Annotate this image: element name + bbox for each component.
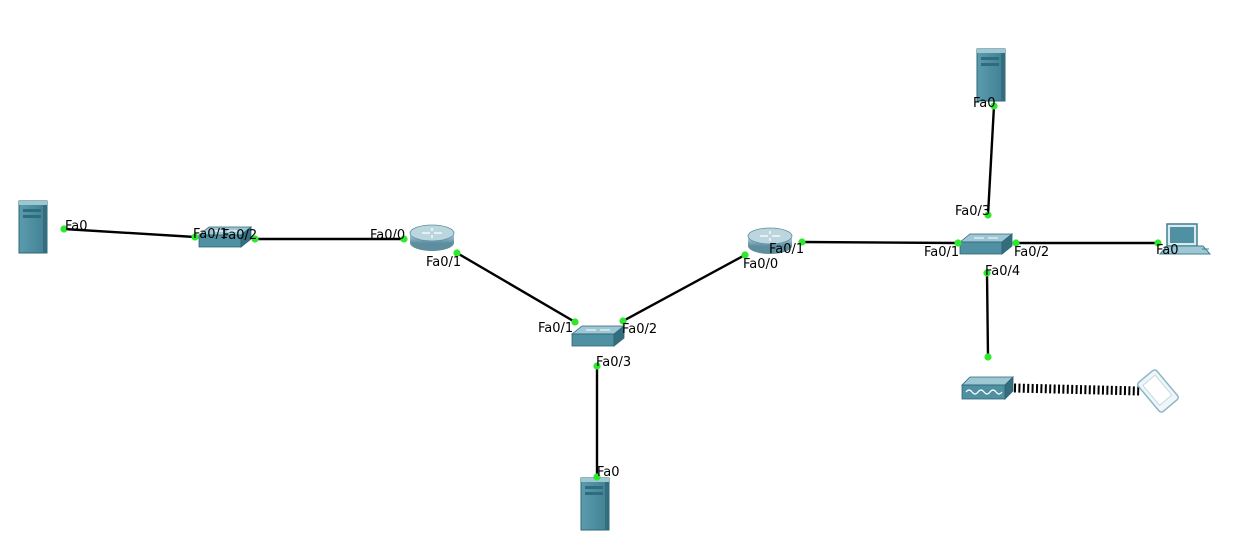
access-point-icon (961, 376, 1014, 400)
port-label: Fa0/1 (769, 242, 804, 257)
port-indicator (1012, 239, 1020, 247)
port-label: Fa0/1 (924, 245, 959, 260)
laptop-icon (1158, 223, 1212, 255)
router-icon (409, 224, 455, 252)
port-indicator (400, 235, 408, 243)
link-access-point-tablet-wireless (1013, 383, 1141, 396)
port-indicator (251, 235, 259, 243)
port-indicator (798, 238, 806, 246)
switch-icon (959, 233, 1013, 255)
server-icon (976, 48, 1006, 102)
link-switch-center-router-right (622, 253, 746, 323)
port-label: Fa0/2 (1014, 245, 1049, 260)
laptop[interactable] (1158, 223, 1212, 255)
link-switch-right-access-point (985, 272, 990, 358)
port-label: Fa0/1 (538, 321, 573, 336)
link-router-right-switch-right (801, 240, 959, 245)
switch-right[interactable] (959, 233, 1013, 255)
port-label: Fa0/4 (985, 264, 1020, 279)
port-indicator (1154, 239, 1162, 247)
port-label: Fa0/3 (955, 204, 990, 219)
server-bottom[interactable] (580, 477, 610, 531)
port-label: Fa0/1 (426, 255, 461, 270)
port-indicator (984, 353, 992, 361)
port-indicator (593, 362, 601, 370)
port-label: Fa0/2 (622, 322, 657, 337)
port-label: Fa0/1 (193, 227, 228, 242)
port-label: Fa0 (65, 219, 88, 234)
port-indicator (191, 233, 199, 241)
port-indicator (990, 102, 998, 110)
port-indicator (619, 317, 627, 325)
port-indicator (954, 239, 962, 247)
port-indicator (984, 211, 992, 219)
switch-center[interactable] (571, 325, 625, 347)
link-switch-right-server-top (986, 105, 996, 216)
server-left[interactable] (18, 200, 48, 254)
port-label: Fa0 (597, 465, 620, 480)
access-point[interactable] (961, 376, 1014, 400)
links-layer (63, 105, 1158, 477)
port-label: Fa0/0 (743, 257, 778, 272)
port-indicator (983, 269, 991, 277)
port-label: Fa0 (1156, 243, 1179, 258)
port-labels: Fa0 Fa0/1 Fa0/2 Fa0/0 Fa0/1 Fa0/1 Fa0/2 … (65, 96, 1179, 480)
port-label: Fa0/2 (222, 228, 257, 243)
server-icon (580, 477, 610, 531)
router-left[interactable] (409, 224, 455, 252)
port-indicator (571, 318, 579, 326)
port-indicators (60, 102, 1162, 481)
switch-icon (571, 325, 625, 347)
port-label: Fa0/3 (596, 355, 631, 370)
port-label: Fa0 (973, 96, 996, 111)
tablet[interactable] (1137, 369, 1180, 414)
server-top[interactable] (976, 48, 1006, 102)
port-indicator (60, 225, 68, 233)
tablet-icon (1137, 369, 1179, 413)
port-indicator (453, 249, 461, 257)
port-label: Fa0/0 (370, 228, 405, 243)
port-indicator (741, 251, 749, 259)
link-server-left-switch-left (63, 227, 196, 239)
server-icon (18, 200, 48, 254)
port-indicator (593, 473, 601, 481)
link-router-left-switch-center (456, 251, 576, 324)
